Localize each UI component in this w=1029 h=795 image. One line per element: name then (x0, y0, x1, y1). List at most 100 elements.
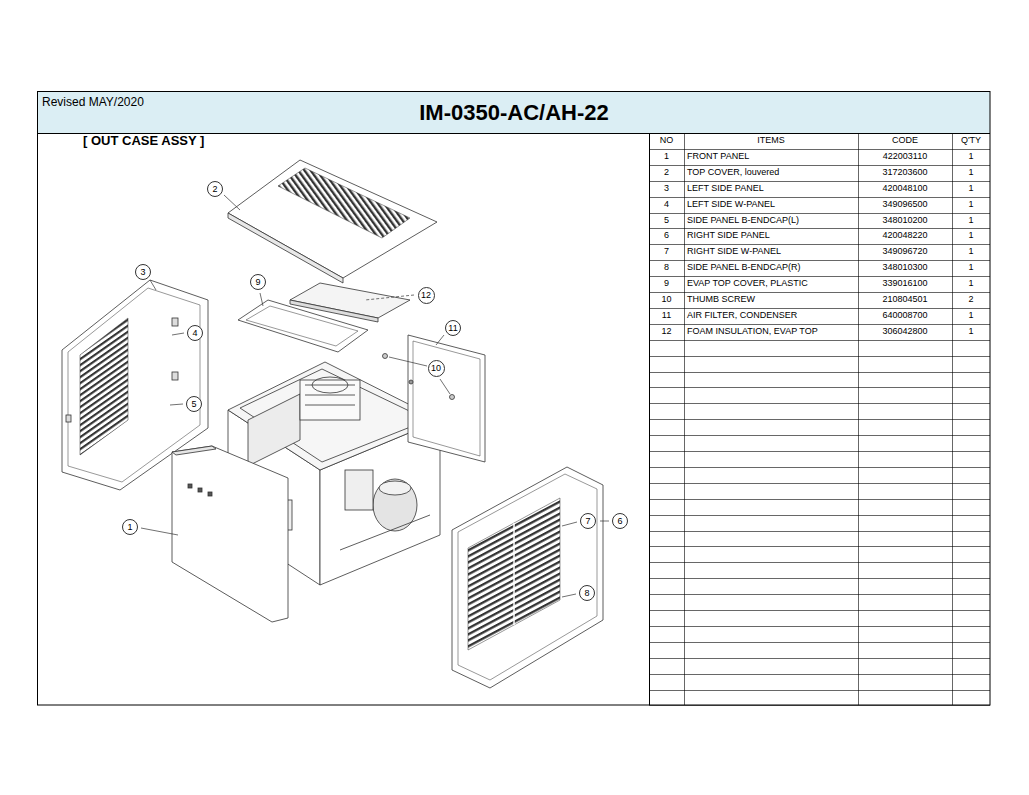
thumb-screw (383, 354, 455, 400)
table-rule (649, 483, 990, 484)
callout-text: 1 (127, 523, 132, 532)
machine-body (379, 481, 411, 495)
leader-line (141, 195, 609, 597)
top-cover (228, 160, 437, 278)
table-cell: 306042800 (882, 327, 927, 337)
callout-number: 12 (418, 287, 435, 304)
right-side-panel (452, 467, 603, 688)
section-heading: [ OUT CASE ASSY ] (83, 134, 204, 148)
table-rule (649, 419, 990, 420)
table-rule (649, 626, 990, 627)
table-cell: 11 (662, 311, 671, 321)
machine-body (305, 395, 355, 396)
front-panel (188, 484, 192, 488)
machine-body (373, 479, 417, 531)
table-rule (649, 228, 990, 229)
table-cell: 2 (968, 295, 973, 305)
table-rule (649, 213, 990, 214)
table-rule (649, 149, 990, 150)
table-cell: 1 (968, 327, 973, 337)
table-rule (649, 308, 990, 309)
foam-insulation (290, 300, 378, 322)
table-cell: 12 (661, 327, 671, 337)
right-side-panel (468, 498, 560, 650)
table-cell: 5 (664, 216, 669, 226)
table-cell: 348010200 (882, 216, 927, 226)
table-header: Q'TY (961, 136, 981, 146)
table-cell: 6 (664, 231, 669, 241)
table-cell: 7 (664, 247, 669, 257)
table-cell: 1 (968, 311, 973, 321)
callout-text: 8 (584, 589, 589, 598)
table-rule (649, 165, 990, 166)
callout-number: 5 (186, 396, 202, 412)
table-rule (649, 292, 990, 293)
table-cell: 420048100 (882, 184, 927, 194)
callout-number: 1 (122, 519, 138, 535)
callout-text: 9 (255, 278, 260, 287)
front-panel (198, 488, 202, 492)
leader-line (172, 333, 184, 335)
right-side-panel (468, 498, 560, 650)
table-cell: 317203600 (882, 168, 927, 178)
table-cell: 1 (968, 168, 973, 178)
table-cell: 2 (664, 168, 669, 178)
machine-body (305, 385, 355, 386)
machine-body (340, 515, 430, 550)
table-cell: 4 (664, 200, 669, 210)
right-side-panel (458, 474, 597, 680)
table-rule (649, 642, 990, 643)
callout-text: 11 (448, 324, 457, 333)
table-cell: 339016100 (882, 279, 927, 289)
header-band (37, 91, 990, 133)
callout-text: 6 (617, 517, 622, 526)
callout-number: 6 (612, 513, 628, 529)
callout-text: 3 (140, 268, 145, 277)
table-cell: LEFT SIDE PANEL (687, 184, 764, 194)
machine-body (300, 380, 360, 420)
left-side-panel (80, 318, 128, 455)
table-cell: FRONT PANEL (687, 152, 749, 162)
table-rule (649, 387, 990, 388)
table-cell: 1 (968, 184, 973, 194)
table-cell: SIDE PANEL B-ENDCAP(L) (687, 216, 799, 226)
table-rule (649, 324, 990, 325)
leader-line (365, 295, 414, 300)
callout-number: 7 (580, 513, 596, 529)
table-rule (649, 610, 990, 611)
table-cell: 640008700 (882, 311, 927, 321)
table-rule (649, 435, 990, 436)
machine-body (248, 394, 300, 466)
table-cell: LEFT SIDE W-PANEL (687, 200, 775, 210)
table-rule (649, 260, 990, 261)
callout-text: 5 (191, 400, 196, 409)
table-cell: 1 (968, 263, 973, 273)
table-cell: 349096720 (882, 247, 927, 257)
table-rule (649, 531, 990, 532)
table-cell: 9 (664, 279, 669, 289)
machine-body (345, 470, 373, 510)
table-rule (649, 658, 990, 659)
table-cell: 210804501 (882, 295, 927, 305)
callout-number: 11 (445, 320, 461, 336)
table-header: CODE (892, 136, 918, 146)
table-rule (649, 340, 990, 341)
table-cell: EVAP TOP COVER, PLASTIC (687, 279, 808, 289)
table-rule (858, 133, 859, 705)
top-cover (228, 213, 343, 283)
table-rule (649, 499, 990, 500)
table-header: NO (660, 136, 674, 146)
table-cell: 3 (664, 184, 669, 194)
air-filter (408, 335, 485, 462)
callout-number: 10 (428, 360, 445, 377)
table-cell: 1 (968, 247, 973, 257)
leader-line (600, 521, 609, 522)
table-rule (649, 562, 990, 563)
table-rule (649, 467, 990, 468)
revision-note: Revised MAY/2020 (42, 96, 144, 109)
table-cell: RIGHT SIDE PANEL (687, 231, 770, 241)
table-grid (649, 133, 990, 706)
callout-number: 3 (135, 264, 151, 280)
front-panel (172, 446, 216, 455)
